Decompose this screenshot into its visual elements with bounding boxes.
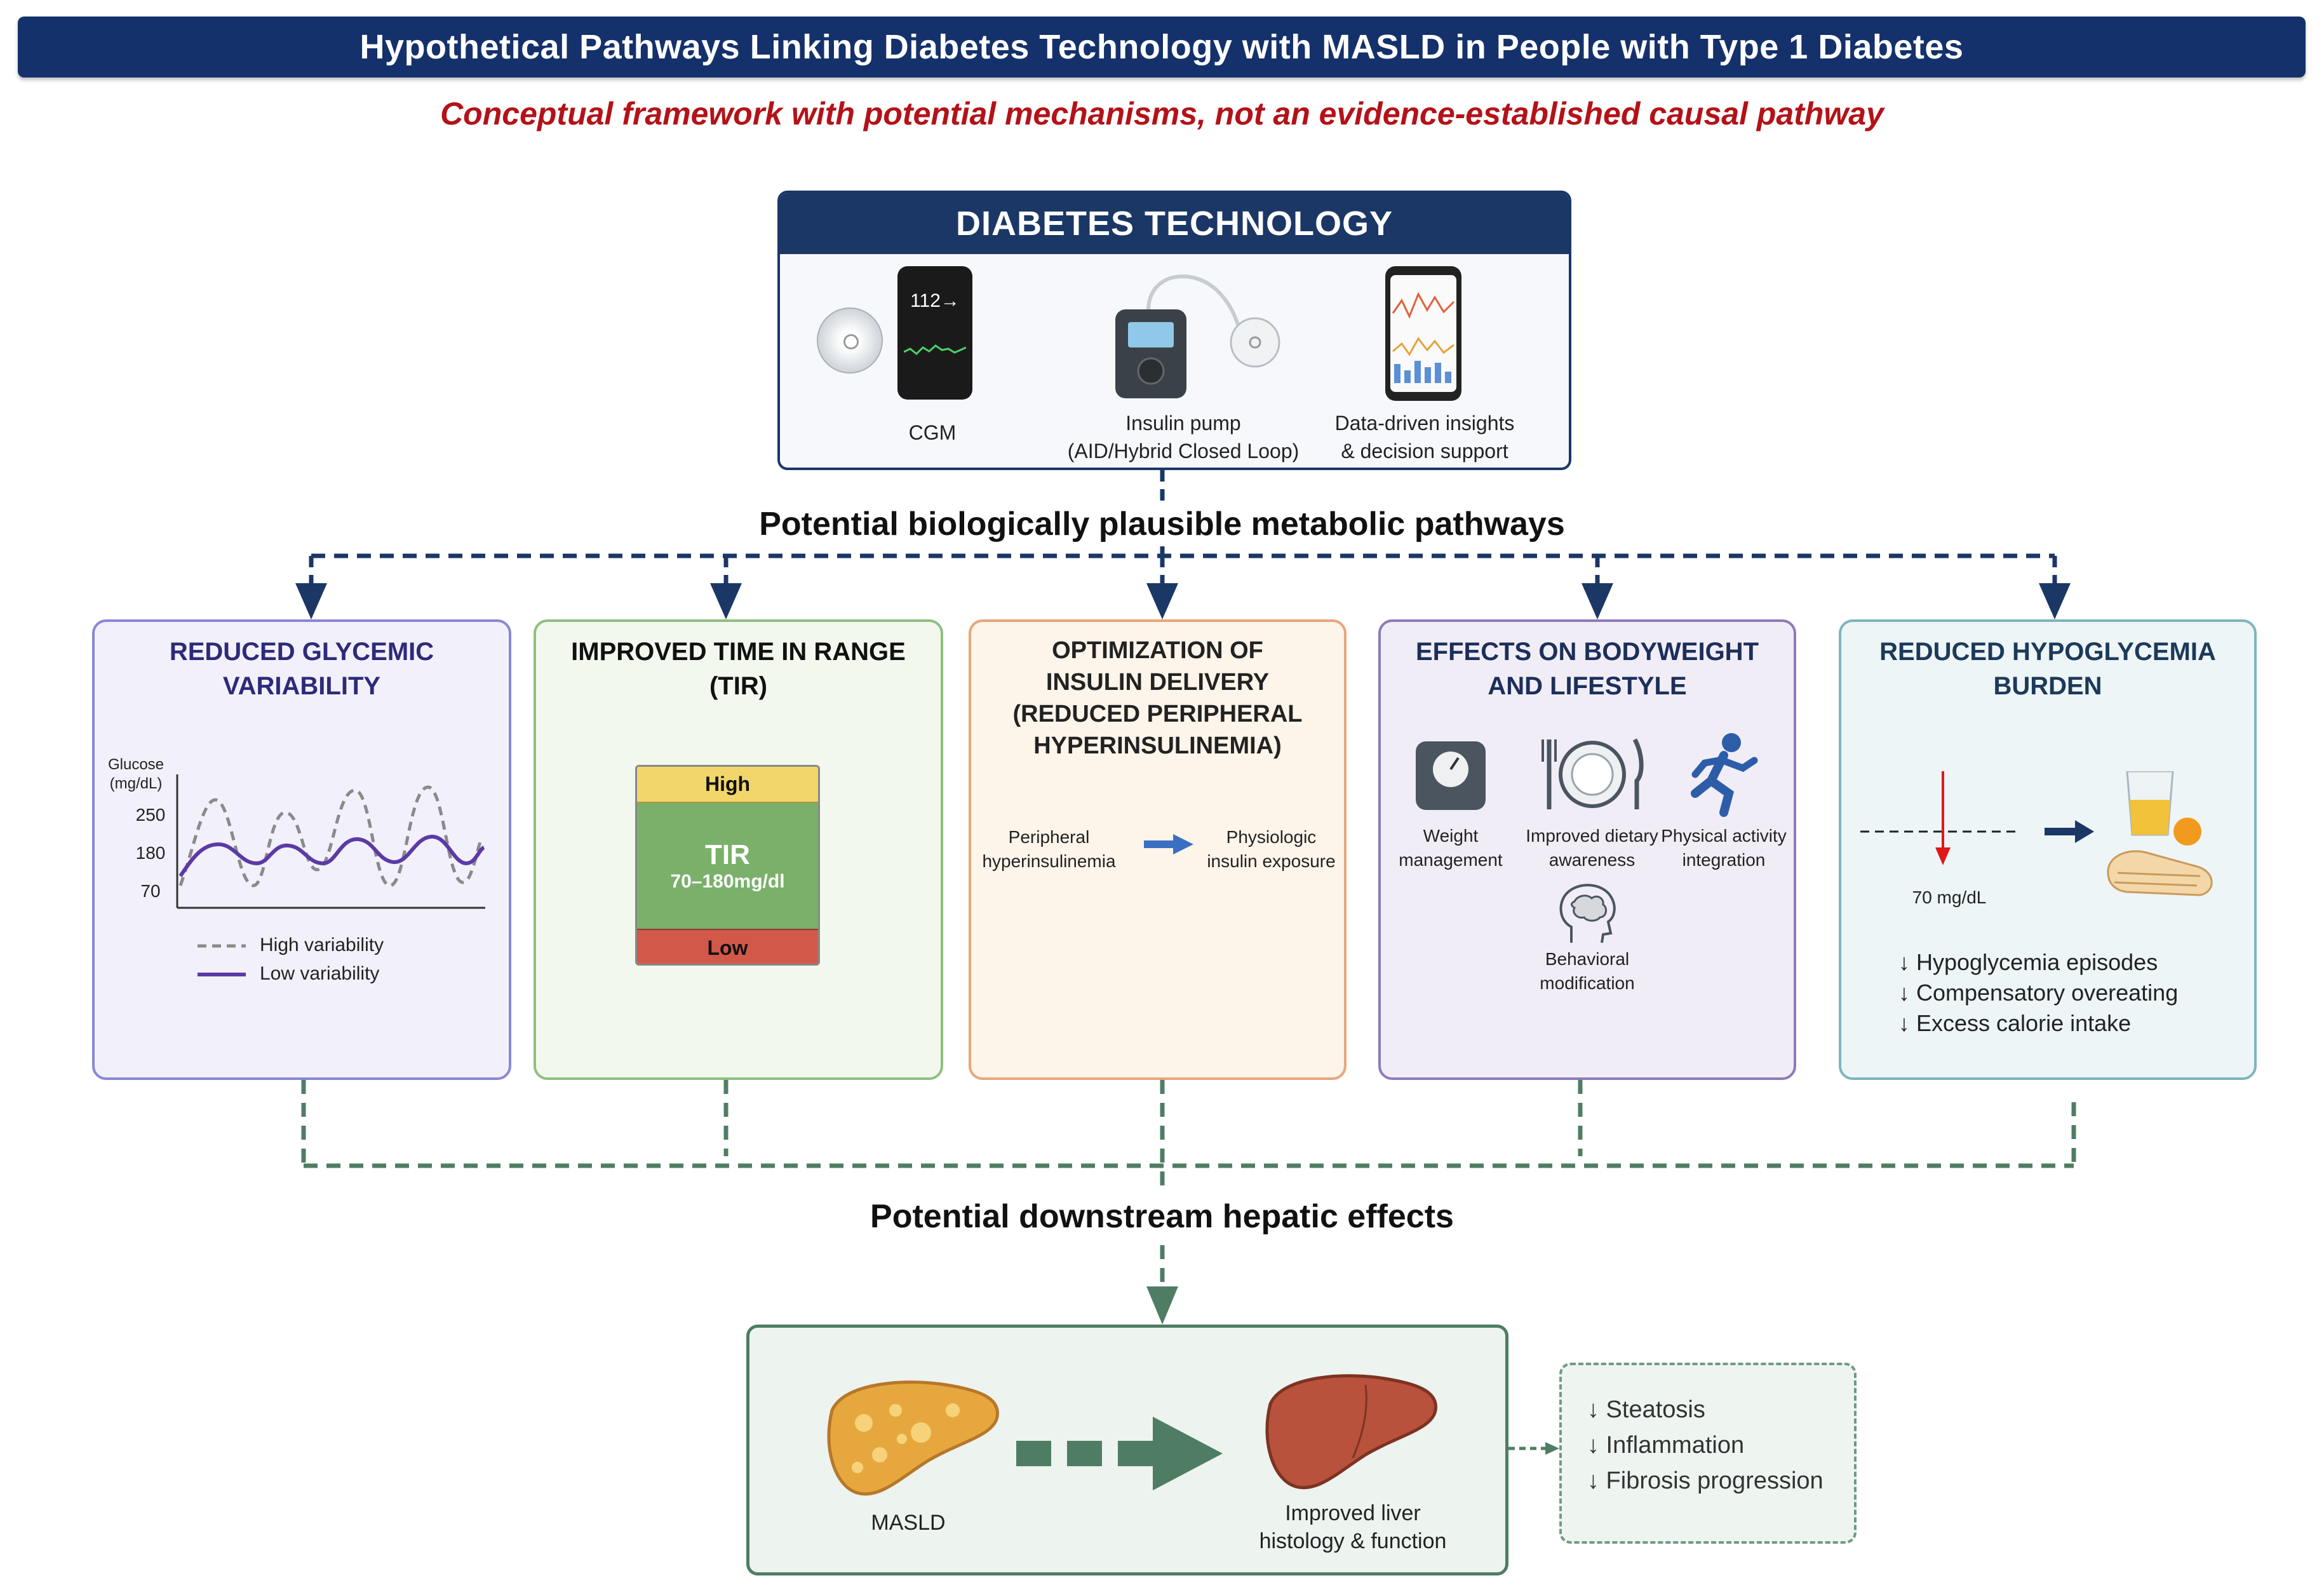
hypo-threshold-label: 70 mg/dL xyxy=(1912,887,1987,907)
brain-head-icon xyxy=(1559,884,1616,943)
plate-icon xyxy=(1541,738,1644,809)
legend-high-label: High variability xyxy=(260,934,384,955)
downstream-caption: Potential downstream hepatic effects xyxy=(870,1198,1454,1235)
masld-label: MASLD xyxy=(871,1511,946,1535)
pathways-caption: Potential biologically plausible metabol… xyxy=(759,506,1565,543)
cgm-phone-icon: 112→ xyxy=(897,266,972,400)
panel-insulin-delivery: OPTIMIZATION OF INSULIN DELIVERY (REDUCE… xyxy=(969,619,1347,1080)
running-person-icon xyxy=(1691,733,1758,817)
improvement-arrow xyxy=(1016,1417,1223,1490)
tick-70: 70 xyxy=(140,881,161,901)
fatty-liver-icon xyxy=(827,1380,999,1496)
legend-low-label: Low variability xyxy=(260,963,380,984)
hypo-threshold-graphic xyxy=(1860,771,2019,865)
peripheral-hyperinsulinemia-label: Peripheral hyperinsulinemia xyxy=(982,827,1116,871)
legend-low-swatch xyxy=(198,973,246,976)
diabetes-technology-box: DIABETES TECHNOLOGY 112→ CGM Insulin pum… xyxy=(777,191,1571,470)
insights-phone-icon xyxy=(1385,266,1461,401)
downstream-connectors xyxy=(301,1080,2076,1290)
lifestyle-title: EFFECTS ON BODYWEIGHT AND LIFESTYLE xyxy=(1416,638,1759,700)
liver-outcome-box: MASLD Improved liver histology & functio… xyxy=(746,1325,1508,1575)
weight-label: Weight management xyxy=(1399,826,1503,870)
juice-and-bread-icon xyxy=(2107,771,2213,896)
panel-hypoglycemia-burden: REDUCED HYPOGLYCEMIA BURDEN 70 mg/dL ↓ H… xyxy=(1839,619,2257,1080)
tick-180: 180 xyxy=(135,843,166,863)
panel-glycemic-variability: REDUCED GLYCEMIC VARIABILITY Glucose (mg… xyxy=(92,619,511,1080)
hypo-item-overeating: ↓ Compensatory overeating xyxy=(1898,980,2179,1006)
improved-liver-label: Improved liver histology & function xyxy=(1259,1501,1447,1553)
scale-icon xyxy=(1416,741,1486,810)
hypo-item-episodes: ↓ Hypoglycemia episodes xyxy=(1898,949,2158,975)
variability-axis-label: Glucose (mg/dL) xyxy=(107,756,165,792)
variability-title: REDUCED GLYCEMIC VARIABILITY xyxy=(169,638,434,700)
hypo-item-calories: ↓ Excess calorie intake xyxy=(1898,1010,2132,1036)
hypo-title: REDUCED HYPOGLYCEMIA BURDEN xyxy=(1879,638,2216,700)
cgm-sensor-icon xyxy=(817,307,883,374)
activity-label: Physical activity integration xyxy=(1661,826,1787,870)
effects-connector xyxy=(1508,1442,1559,1455)
liver-arrow-head xyxy=(1146,1286,1178,1325)
tech-header: DIABETES TECHNOLOGY xyxy=(780,193,1569,254)
pathway-arrows xyxy=(295,556,2071,619)
insulin-title: OPTIMIZATION OF INSULIN DELIVERY (REDUCE… xyxy=(1012,637,1303,759)
behavior-label: Behavioral modification xyxy=(1540,949,1635,993)
figure-subtitle: Conceptual framework with potential mech… xyxy=(440,96,1884,132)
cgm-label: CGM xyxy=(908,421,957,444)
variability-chart xyxy=(176,774,485,909)
hepatic-effects-box: ↓ Steatosis ↓ Inflammation ↓ Fibrosis pr… xyxy=(1559,1363,1857,1544)
panel-time-in-range: IMPROVED TIME IN RANGE (TIR) High TIR 70… xyxy=(534,619,943,1080)
effect-steatosis: ↓ Steatosis xyxy=(1587,1396,1705,1423)
effect-inflammation: ↓ Inflammation xyxy=(1587,1432,1745,1459)
insulin-arrow-icon xyxy=(1144,834,1193,854)
tir-high-segment: High xyxy=(637,767,818,803)
tech-header-label: DIABETES TECHNOLOGY xyxy=(955,205,1394,243)
tick-250: 250 xyxy=(135,805,166,825)
tir-low-segment: Low xyxy=(637,929,818,964)
insulin-pump-icon xyxy=(1115,274,1280,398)
tir-target-segment: TIR 70–180mg/dl xyxy=(637,803,818,929)
pump-label: Insulin pump (AID/Hybrid Closed Loop) xyxy=(1067,412,1300,462)
insights-label: Data-driven insights & decision support xyxy=(1334,412,1515,462)
legend-high-swatch xyxy=(198,944,246,948)
cgm-reading: 112→ xyxy=(910,290,960,311)
figure-title: Hypothetical Pathways Linking Diabetes T… xyxy=(359,28,1964,66)
healthy-liver-icon xyxy=(1265,1374,1437,1490)
hypo-outcomes-list: ↓ Hypoglycemia episodes ↓ Compensatory o… xyxy=(1898,947,2178,1039)
low-variability-line xyxy=(178,835,485,877)
hypo-arrow-icon xyxy=(2045,820,2094,843)
effect-fibrosis: ↓ Fibrosis progression xyxy=(1587,1467,1824,1494)
physiologic-insulin-label: Physiologic insulin exposure xyxy=(1207,827,1336,871)
panel-bodyweight-lifestyle: EFFECTS ON BODYWEIGHT AND LIFESTYLE Weig… xyxy=(1378,619,1796,1080)
tir-title: IMPROVED TIME IN RANGE (TIR) xyxy=(571,638,906,700)
tir-bar: High TIR 70–180mg/dl Low xyxy=(635,765,820,966)
high-variability-line xyxy=(178,785,484,887)
diet-label: Improved dietary awareness xyxy=(1526,826,1658,870)
title-bar: Hypothetical Pathways Linking Diabetes T… xyxy=(18,17,2306,78)
